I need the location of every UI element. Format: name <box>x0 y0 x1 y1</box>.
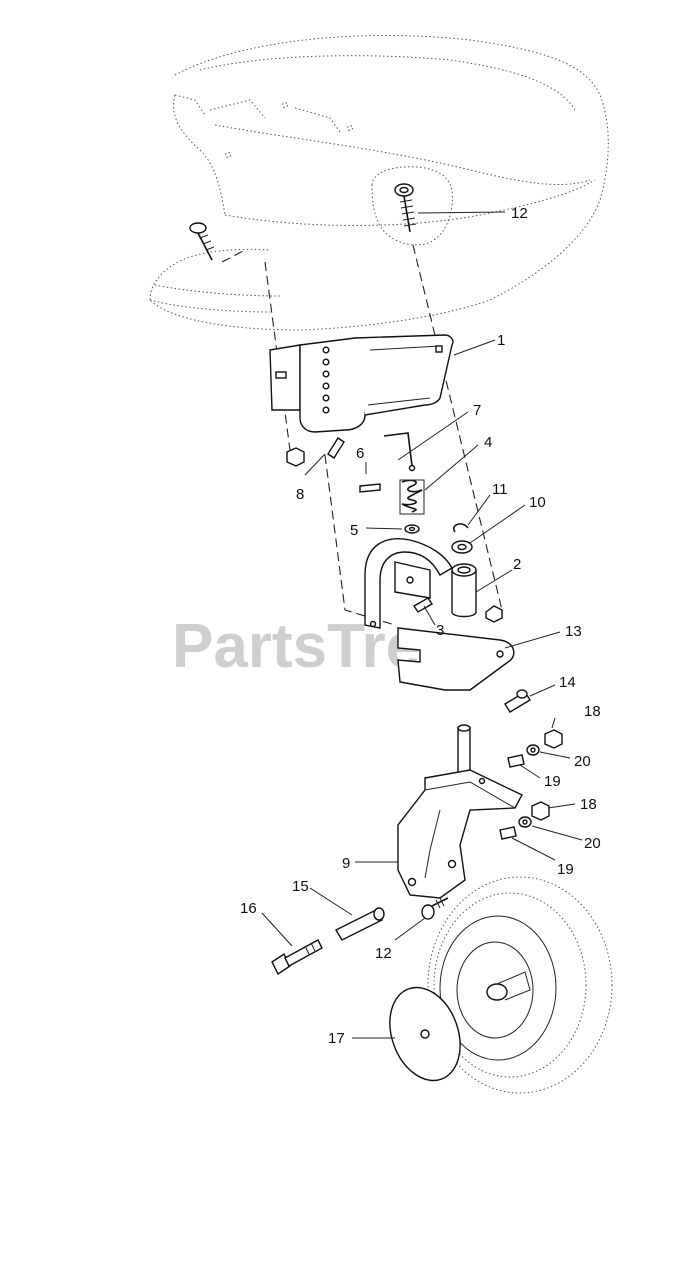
callout-14: 14 <box>559 674 576 691</box>
part-17-hubcap <box>389 986 461 1082</box>
part-14-bolt <box>504 689 531 713</box>
part-12-lower-bolt <box>421 897 449 920</box>
callout-8: 8 <box>296 486 304 503</box>
callout-15: 15 <box>292 878 309 895</box>
callout-13: 13 <box>565 623 582 640</box>
part-3-screw <box>413 597 433 613</box>
callout-2: 2 <box>513 556 521 573</box>
part-4-spring <box>399 479 425 515</box>
callout-18-lower: 18 <box>580 796 597 813</box>
mower-deck <box>149 35 609 331</box>
callout-19-lower: 19 <box>557 861 574 878</box>
part-20-washer-lower <box>518 816 532 828</box>
callout-17: 17 <box>328 1030 345 1047</box>
callout-6: 6 <box>356 445 364 462</box>
caster-arm <box>364 538 453 629</box>
plate-nut <box>485 605 503 623</box>
part-7-l-pin <box>383 432 416 472</box>
callout-9: 9 <box>342 855 350 872</box>
callout-20-upper: 20 <box>574 753 591 770</box>
callout-4: 4 <box>484 434 492 451</box>
part-10-washer <box>451 540 473 554</box>
part-9-fork <box>397 724 523 899</box>
part-15-pin <box>335 907 385 941</box>
part-20-washer-upper <box>526 744 540 756</box>
part-12-upper-bolt <box>394 183 417 233</box>
part-5-washer <box>404 524 420 534</box>
callout-12-upper: 12 <box>511 205 528 222</box>
part-18-nut-lower <box>531 801 550 821</box>
callout-7: 7 <box>473 402 481 419</box>
part-16-bolt <box>271 939 323 976</box>
part-8-pin <box>327 437 345 459</box>
callout-18-upper: 18 <box>584 703 601 720</box>
callout-19-upper: 19 <box>544 773 561 790</box>
part-19-pin-upper <box>507 754 525 768</box>
bracket-nut <box>286 447 305 467</box>
callout-12-lower: 12 <box>375 945 392 962</box>
part-6-pin <box>359 483 381 493</box>
part-11-clip <box>453 523 469 533</box>
part-18-nut-upper <box>544 729 563 749</box>
callout-3: 3 <box>436 622 444 639</box>
callout-20-lower: 20 <box>584 835 601 852</box>
part-19-pin-lower <box>499 826 517 840</box>
part-13-plate <box>397 627 515 691</box>
callout-labels: 12 1 7 4 6 8 11 10 5 2 3 13 14 18 20 19 … <box>240 205 601 1047</box>
part-2-tube <box>451 563 477 618</box>
callout-1: 1 <box>497 332 505 349</box>
callout-10: 10 <box>529 494 546 511</box>
callout-5: 5 <box>350 522 358 539</box>
part-1-bracket <box>269 334 454 433</box>
assembly-lines <box>221 244 503 626</box>
callout-11: 11 <box>492 481 508 498</box>
caster-wheel <box>427 876 613 1094</box>
leader-lines <box>261 211 583 1039</box>
callout-16: 16 <box>240 900 257 917</box>
left-deck-bolt <box>189 222 215 261</box>
